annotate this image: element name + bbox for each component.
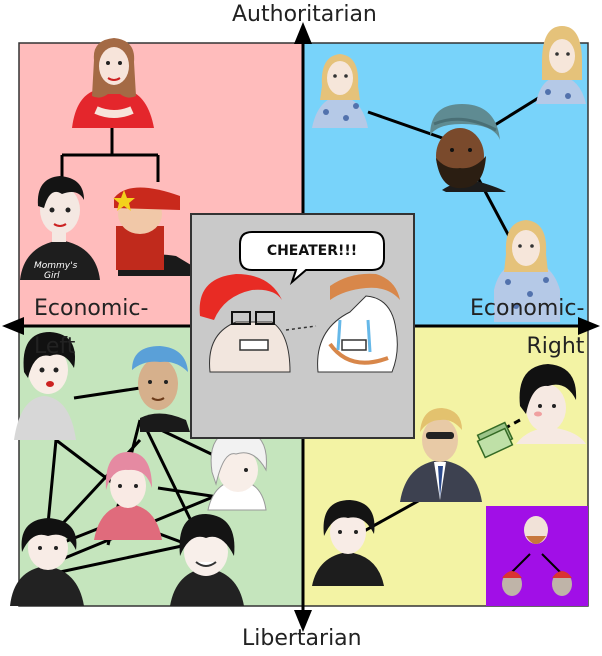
tshirt-text: Mommy's xyxy=(34,261,78,271)
figure-pink-hair-girl xyxy=(94,452,162,540)
figure-blonde-left xyxy=(312,54,368,128)
arrow-up-icon xyxy=(294,22,312,44)
svg-text:Girl: Girl xyxy=(44,271,60,281)
figure-turban-man xyxy=(430,104,506,192)
figure-purple-box-trio xyxy=(502,516,572,596)
arrow-right-icon xyxy=(578,317,600,335)
figure-soviet-soldier xyxy=(113,187,196,276)
label-economic-left: Economic- Left xyxy=(34,296,149,359)
figure-dark-hair-woman xyxy=(516,364,586,444)
speech-bubble xyxy=(239,231,385,286)
money-stack-icon xyxy=(476,421,514,459)
arrow-down-icon xyxy=(294,610,312,632)
arrow-left-icon xyxy=(2,317,24,335)
figure-hoodie-boy xyxy=(10,518,84,606)
star-icon xyxy=(113,190,135,211)
hand-line xyxy=(285,325,317,331)
speech-bubble-text: CHEATER!!! xyxy=(266,243,358,259)
figure-white-hair-girl xyxy=(207,429,267,511)
figure-blonde-right xyxy=(536,26,586,104)
label-economic-right: Economic- Right xyxy=(470,296,585,359)
figure-blue-hair-man xyxy=(132,346,190,432)
figure-red-hair-wojak xyxy=(199,274,291,373)
figure-goth-girl xyxy=(312,500,384,586)
figure-black-hair-girl xyxy=(14,332,76,440)
figure-blonde-bottom xyxy=(494,220,560,322)
figure-smiling-girl xyxy=(170,514,244,606)
figure-suit-man xyxy=(400,408,482,502)
figure-crying-wojak xyxy=(317,273,400,373)
label-libertarian: Libertarian xyxy=(242,626,362,651)
label-authoritarian: Authoritarian xyxy=(232,2,377,27)
figure-mommys-girl: Mommy's Girl xyxy=(20,176,100,281)
figure-top-woman xyxy=(72,38,154,128)
